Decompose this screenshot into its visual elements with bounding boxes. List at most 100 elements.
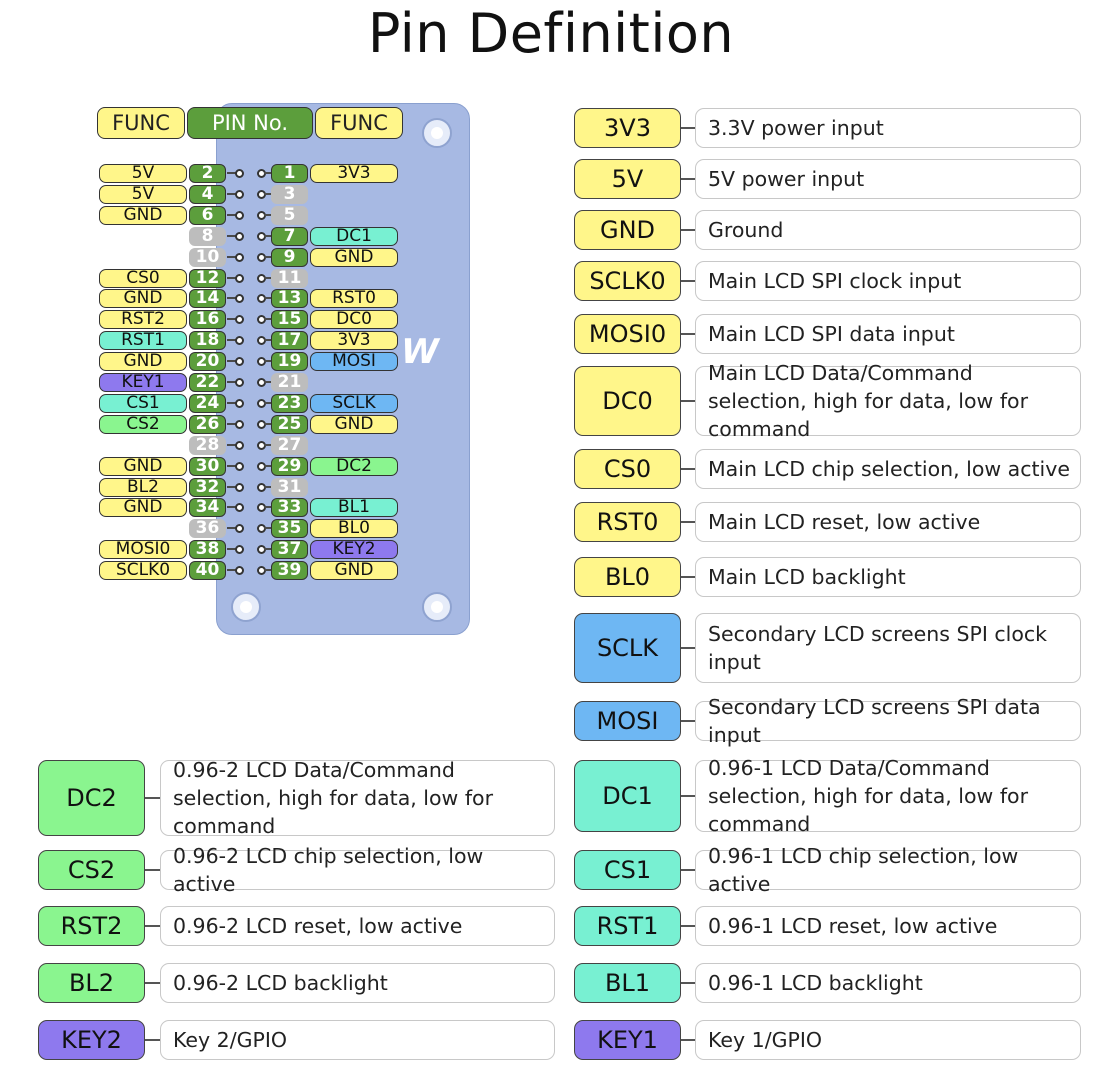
legend-right-label-rst1: RST1 bbox=[574, 906, 681, 946]
pin-number-left: 26 bbox=[189, 414, 226, 434]
pin-number-right: 19 bbox=[271, 352, 308, 372]
pin-func-right: RST0 bbox=[310, 289, 398, 309]
page-title: Pin Definition bbox=[367, 2, 735, 65]
legend-right-connector bbox=[681, 795, 695, 797]
pin-lead-left bbox=[227, 548, 237, 551]
pin-number-right: 9 bbox=[271, 247, 308, 267]
pin-number-left: 30 bbox=[189, 456, 226, 476]
pin-ring-left-icon bbox=[235, 482, 244, 492]
legend-right-connector bbox=[681, 1039, 695, 1041]
pin-ring-left-icon bbox=[235, 273, 244, 283]
legend-left-label-bl2: BL2 bbox=[38, 963, 145, 1003]
pin-number-right: 35 bbox=[271, 519, 308, 539]
pin-func-left: 5V bbox=[99, 164, 187, 183]
pin-lead-right bbox=[264, 422, 272, 425]
pin-lead-left bbox=[227, 360, 237, 363]
pin-func-left: CS2 bbox=[99, 414, 187, 434]
legend-right-connector bbox=[681, 925, 695, 927]
legend-right-desc-bl0: Main LCD backlight bbox=[695, 557, 1081, 597]
pin-number-right: 11 bbox=[271, 268, 308, 288]
legend-right-desc-dc0: Main LCD Data/Command selection, high fo… bbox=[695, 361, 1081, 441]
pin-lead-right bbox=[264, 401, 272, 404]
legend-right-desc-key1: Key 1/GPIO bbox=[695, 1020, 1081, 1060]
pin-lead-right bbox=[264, 569, 272, 572]
pin-func-left: GND bbox=[99, 352, 187, 372]
mounting-hole-icon bbox=[422, 592, 452, 622]
pin-lead-right bbox=[264, 297, 272, 300]
pin-number-left: 36 bbox=[189, 519, 226, 539]
pin-func-right: 3V3 bbox=[310, 164, 398, 183]
mounting-hole-icon bbox=[422, 118, 452, 148]
pin-number-left: 4 bbox=[189, 184, 226, 204]
pin-number-right: 7 bbox=[271, 226, 308, 246]
pin-func-left: KEY1 bbox=[99, 373, 187, 392]
legend-left-connector bbox=[145, 869, 160, 871]
legend-right-desc-3v3: 3.3V power input bbox=[695, 108, 1081, 148]
pin-lead-left bbox=[227, 213, 237, 216]
legend-right-label-mosi0: MOSI0 bbox=[574, 314, 681, 354]
pin-ring-left-icon bbox=[235, 210, 244, 220]
pin-lead-left bbox=[227, 527, 237, 530]
pin-number-left: 10 bbox=[189, 247, 226, 267]
pin-lead-right bbox=[264, 318, 272, 321]
pin-func-right: GND bbox=[310, 247, 398, 267]
pin-number-right: 17 bbox=[271, 331, 308, 351]
pin-lead-right bbox=[264, 527, 272, 530]
pin-func-right: GND bbox=[310, 414, 398, 434]
legend-right-desc-dc1: 0.96-1 LCD Data/Command selection, high … bbox=[695, 756, 1081, 836]
legend-right-connector bbox=[681, 229, 695, 231]
legend-right-label-cs1: CS1 bbox=[574, 850, 681, 890]
pin-lead-right bbox=[264, 506, 272, 509]
pin-number-left: 24 bbox=[189, 393, 226, 413]
pin-number-right: 25 bbox=[271, 414, 308, 434]
pin-func-right: DC0 bbox=[310, 310, 398, 330]
legend-right-connector bbox=[681, 333, 695, 335]
legend-left-connector bbox=[145, 925, 160, 927]
pin-lead-left bbox=[227, 234, 237, 237]
legend-right-label-dc1: DC1 bbox=[574, 760, 681, 832]
pin-lead-left bbox=[227, 381, 237, 383]
pin-number-left: 18 bbox=[189, 331, 226, 351]
legend-right-desc-cs0: Main LCD chip selection, low active bbox=[695, 449, 1081, 489]
legend-right-connector bbox=[681, 178, 695, 180]
legend-left-connector bbox=[145, 982, 160, 984]
pin-func-right: DC2 bbox=[310, 456, 398, 476]
legend-right-label-cs0: CS0 bbox=[574, 449, 681, 489]
pin-func-left: GND bbox=[99, 205, 187, 225]
pin-lead-left bbox=[227, 401, 237, 404]
legend-right-desc-5v: 5V power input bbox=[695, 159, 1081, 199]
pin-lead-left bbox=[227, 485, 237, 488]
pin-number-left: 22 bbox=[189, 373, 226, 392]
legend-right-connector bbox=[681, 982, 695, 984]
legend-right-connector bbox=[681, 869, 695, 871]
pin-lead-left bbox=[227, 443, 237, 446]
legend-right-label-bl1: BL1 bbox=[574, 963, 681, 1003]
pin-func-left: GND bbox=[99, 456, 187, 476]
legend-left-label-key2: KEY2 bbox=[38, 1020, 145, 1060]
legend-right-connector bbox=[681, 400, 695, 402]
pin-lead-right bbox=[264, 485, 272, 488]
mounting-hole-icon bbox=[231, 592, 261, 622]
legend-right-connector bbox=[681, 280, 695, 282]
pin-number-right: 1 bbox=[271, 164, 308, 183]
legend-right-label-sclk0: SCLK0 bbox=[574, 261, 681, 301]
pin-number-right: 31 bbox=[271, 477, 308, 497]
legend-right-label-3v3: 3V3 bbox=[574, 108, 681, 148]
pin-func-left: RST2 bbox=[99, 310, 187, 330]
pin-lead-right bbox=[264, 172, 272, 174]
pin-lead-left bbox=[227, 569, 237, 572]
pin-lead-right bbox=[264, 213, 272, 216]
pin-ring-left-icon bbox=[235, 294, 244, 304]
pin-number-right: 13 bbox=[271, 289, 308, 309]
pin-number-left: 20 bbox=[189, 352, 226, 372]
pin-number-right: 39 bbox=[271, 561, 308, 581]
pin-ring-left-icon bbox=[235, 440, 244, 450]
pin-lead-right bbox=[264, 360, 272, 363]
pin-func-left: BL2 bbox=[99, 477, 187, 497]
legend-right-connector bbox=[681, 521, 695, 523]
pin-lead-right bbox=[264, 234, 272, 237]
legend-right-label-rst0: RST0 bbox=[574, 502, 681, 542]
legend-right-connector bbox=[681, 127, 695, 129]
pin-ring-left-icon bbox=[235, 336, 244, 346]
legend-right-desc-bl1: 0.96-1 LCD backlight bbox=[695, 963, 1081, 1003]
